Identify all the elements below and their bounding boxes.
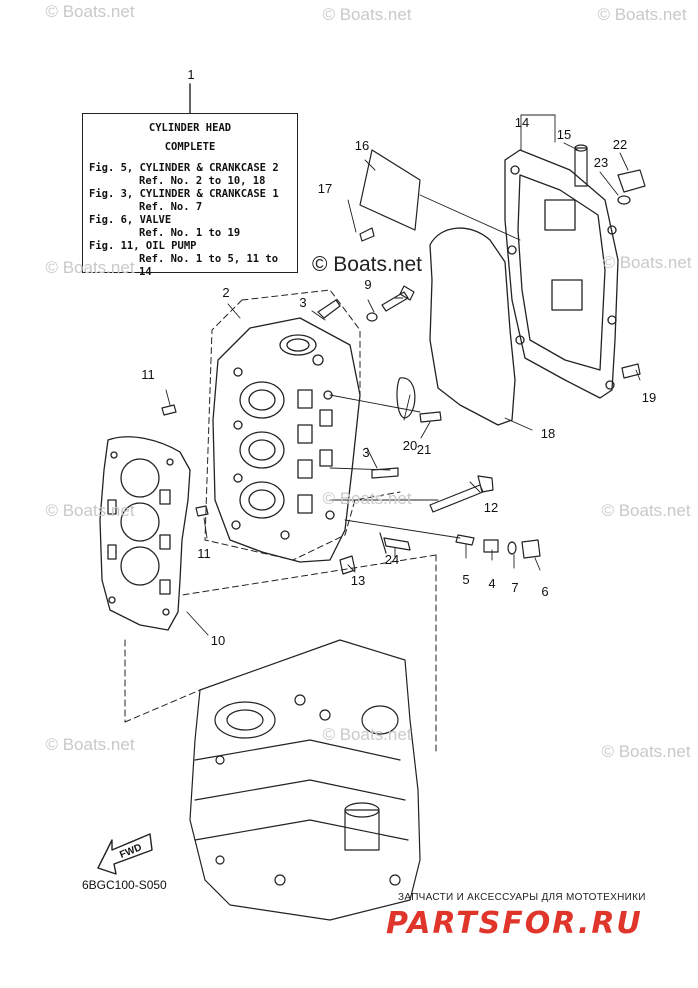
footer-tagline: ЗАПЧАСТИ И АКСЕССУАРЫ ДЛЯ МОТОТЕХНИКИ	[398, 892, 646, 903]
part-24-sensor	[379, 532, 411, 554]
callout-22: 22	[612, 137, 628, 152]
note-line: Fig. 5, CYLINDER & CRANKCASE 2	[89, 162, 279, 174]
part-13-plug	[339, 555, 356, 575]
callout-23: 23	[593, 155, 609, 170]
watermark: © Boats.net	[602, 253, 692, 272]
watermark: © Boats.net	[322, 489, 412, 508]
callout-5: 5	[462, 572, 470, 587]
leader-lines	[165, 114, 641, 636]
cylinder-head-complete-note: CYLINDER HEAD COMPLETE Fig. 5, CYLINDER …	[82, 113, 298, 278]
note-title: CYLINDER HEAD	[148, 122, 232, 134]
part-11-pin-upper	[161, 404, 177, 416]
callout-20: 20	[402, 438, 418, 453]
part-17-screw	[359, 227, 375, 242]
note-line: Fig. 11, OIL PUMP	[89, 240, 197, 252]
watermark: © Boats.net	[597, 5, 687, 24]
small-parts	[161, 144, 646, 575]
callout-12: 12	[483, 500, 499, 515]
callout-2: 2	[222, 285, 230, 300]
head-gasket	[99, 436, 191, 631]
part-23-oring	[617, 195, 631, 205]
note-line: Fig. 6, VALVE	[89, 214, 172, 226]
callout-3: 3	[299, 295, 307, 310]
watermark: © Boats.net	[45, 501, 135, 520]
callout-11: 11	[141, 367, 155, 382]
callout-9: 9	[364, 277, 372, 292]
part-21-bolt	[419, 411, 442, 423]
note-line: Ref. No. 2 to 10, 18	[139, 175, 266, 187]
part-3-upper	[317, 299, 341, 319]
note-subtitle: COMPLETE	[164, 141, 216, 153]
watermark: © Boats.net	[45, 2, 135, 21]
callout-21: 21	[416, 442, 432, 457]
watermark: © Boats.net	[45, 735, 135, 754]
cylinder-head-dashed-outline	[124, 289, 437, 756]
callout-18: 18	[540, 426, 556, 441]
part-7-oring	[507, 541, 517, 555]
part-3-lower	[371, 467, 399, 479]
watermark: © Boats.net	[601, 501, 691, 520]
part-9-washer	[366, 312, 378, 322]
note-line: Ref. No. 1 to 5, 11 to 14	[139, 253, 279, 278]
callout-4: 4	[488, 576, 496, 591]
footer-brand-logo[interactable]: PARTSFOR.RU	[386, 906, 643, 941]
diagram-part-code: 6BGC100-S050	[82, 878, 167, 892]
callout-24: 24	[384, 552, 400, 567]
callout-13: 13	[350, 573, 366, 588]
callout-7: 7	[511, 580, 519, 595]
part-5	[455, 534, 475, 546]
cylinder-head-cover	[504, 149, 619, 399]
watermark: © Boats.net	[601, 742, 691, 761]
part-19-bolt	[621, 363, 641, 379]
watermark: © Boats.net	[322, 725, 412, 744]
callout-11: 11	[197, 546, 211, 561]
callout-6: 6	[541, 584, 549, 599]
part-11-pin-lower	[195, 505, 209, 517]
callout-17: 17	[317, 181, 333, 196]
cover-gasket	[429, 227, 516, 426]
watermark: © Boats.net	[45, 258, 135, 277]
part-12-bolt	[429, 475, 494, 513]
note-line: Ref. No. 7	[139, 201, 203, 213]
crankcase-block	[189, 639, 421, 921]
note-line: Ref. No. 1 to 19	[139, 227, 241, 239]
callout-10: 10	[210, 633, 226, 648]
part-22-cap	[617, 169, 646, 193]
part-20-bracket	[396, 377, 416, 419]
fwd-arrow	[97, 833, 153, 875]
part-16-plate	[359, 149, 421, 231]
callout-3: 3	[362, 445, 370, 460]
part-4	[483, 539, 499, 553]
cylinder-head	[212, 317, 361, 563]
callout-16: 16	[354, 138, 370, 153]
part-6-plug	[521, 539, 541, 559]
callout-1: 1	[187, 67, 195, 82]
callout-14: 14	[514, 115, 530, 130]
part-9-bolt	[381, 285, 415, 312]
watermark-dark: © Boats.net	[311, 253, 423, 276]
callout-19: 19	[641, 390, 657, 405]
note-line: Fig. 3, CYLINDER & CRANKCASE 1	[89, 188, 279, 200]
watermark: © Boats.net	[322, 5, 412, 24]
callout-15: 15	[556, 127, 572, 142]
part-15-pin	[574, 147, 588, 187]
